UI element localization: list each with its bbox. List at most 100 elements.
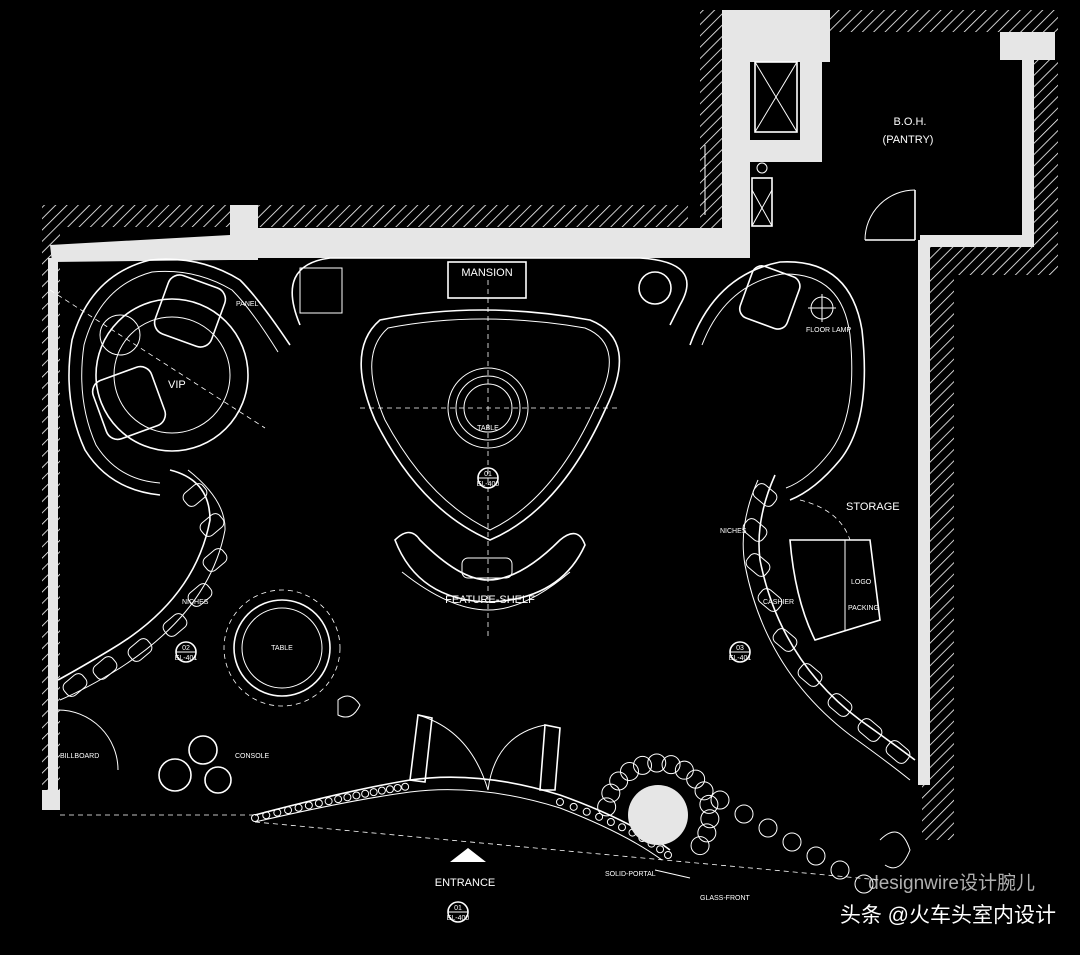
right-curved-wall <box>689 261 866 501</box>
pantry-fixtures <box>704 61 916 241</box>
niche-cell <box>202 548 228 572</box>
vip-seating <box>91 274 249 452</box>
back-wall-shelf <box>291 257 688 326</box>
stool <box>758 818 778 838</box>
billboard-label: BILLBOARD <box>60 753 99 760</box>
glass-front-label: GLASS-FRONT <box>700 895 751 902</box>
niche-cell <box>182 483 208 507</box>
niche-cell <box>62 673 88 697</box>
bead <box>656 845 665 854</box>
floor-lamp-symbol <box>808 294 836 322</box>
bead <box>273 808 282 817</box>
svg-text:EL-401: EL-401 <box>729 655 752 662</box>
entrance-arrow <box>450 848 486 862</box>
round-display <box>628 785 688 845</box>
niche-cell <box>757 588 783 612</box>
svg-text:EL-400: EL-400 <box>477 481 500 488</box>
entrance-label: ENTRANCE <box>435 877 496 889</box>
niche-cell <box>199 513 225 537</box>
watermark-designwire: designwire设计腕儿 <box>868 873 1035 894</box>
cashier-label: CASHIER <box>763 599 794 606</box>
niches-right-label: NICHES <box>720 528 747 535</box>
entrance-doors <box>409 714 561 791</box>
boh-label-2: (PANTRY) <box>883 134 934 146</box>
feature-shelf <box>394 531 586 603</box>
cashier-counter <box>789 539 881 641</box>
niche-cell <box>127 638 153 662</box>
svg-text:02: 02 <box>182 645 190 652</box>
niche-cell <box>885 740 911 764</box>
bead <box>385 785 394 794</box>
stool <box>710 790 730 810</box>
feature-shelf-label: FEATURE-SHELF <box>445 594 535 606</box>
stool <box>609 771 629 791</box>
niche-cell <box>745 553 771 577</box>
mansion-label: MANSION <box>461 267 512 279</box>
watermark-toutiao: 头条 @火车头室内设计 <box>839 904 1056 927</box>
svg-text:EL-401: EL-401 <box>175 655 198 662</box>
console-stools <box>158 735 232 794</box>
bead <box>314 799 323 808</box>
stool <box>633 755 653 775</box>
boh-label-1: B.O.H. <box>893 116 926 128</box>
billboard-door <box>57 709 119 771</box>
stool <box>830 860 850 880</box>
vip-curved-wall <box>68 258 291 496</box>
niche-cell <box>827 693 853 717</box>
svg-text:EL-400: EL-400 <box>447 915 470 922</box>
niche-cell <box>742 518 768 542</box>
stool <box>699 794 719 814</box>
niche-cell <box>857 718 883 742</box>
stool <box>806 846 826 866</box>
niche-cell <box>797 663 823 687</box>
bead <box>377 786 386 795</box>
stool <box>597 797 617 817</box>
bead <box>606 818 615 826</box>
mansion-sign <box>447 261 527 299</box>
section-marker-right: 03 EL-401 <box>729 641 752 663</box>
bead <box>618 823 626 832</box>
niches-right <box>742 483 911 764</box>
niche-cell <box>752 483 778 507</box>
niche-cell <box>92 656 118 680</box>
vip-label: VIP <box>168 379 186 391</box>
niches-left <box>62 483 228 697</box>
logo-label: LOGO <box>851 579 872 586</box>
niche-cell <box>187 583 213 607</box>
bead <box>664 851 672 859</box>
storefront-curve <box>254 776 671 851</box>
stool <box>686 769 706 789</box>
packing-label: PACKING <box>848 605 879 612</box>
niche-cell <box>162 613 188 637</box>
bead <box>334 795 343 804</box>
bead <box>401 782 410 791</box>
bead <box>294 803 303 812</box>
walls <box>42 10 1055 810</box>
stool <box>601 783 621 803</box>
bead <box>324 797 333 806</box>
svg-text:03: 03 <box>736 645 744 652</box>
bead <box>361 789 370 798</box>
table-left-label: TABLE <box>271 645 293 652</box>
solid-portal-label: SOLID-PORTAL <box>605 871 656 878</box>
bead <box>582 807 591 816</box>
feature-table-outline <box>360 309 621 541</box>
bead <box>343 793 352 802</box>
bead <box>352 791 361 800</box>
panel-label: PANEL <box>236 301 259 308</box>
bead <box>595 812 604 821</box>
niches-right-wall <box>758 474 916 761</box>
stool <box>697 823 717 843</box>
svg-text:01: 01 <box>454 905 462 912</box>
stool <box>854 874 874 894</box>
bead <box>569 802 578 811</box>
niche-cell <box>772 628 798 652</box>
stool <box>694 781 714 801</box>
stool <box>690 836 710 856</box>
stool <box>647 753 667 773</box>
section-marker-entrance: 01 EL-400 <box>447 901 470 923</box>
niches-left-label: NICHES <box>182 599 209 606</box>
storefront-beads <box>251 782 672 859</box>
section-marker-left: 02 EL-401 <box>175 641 198 663</box>
